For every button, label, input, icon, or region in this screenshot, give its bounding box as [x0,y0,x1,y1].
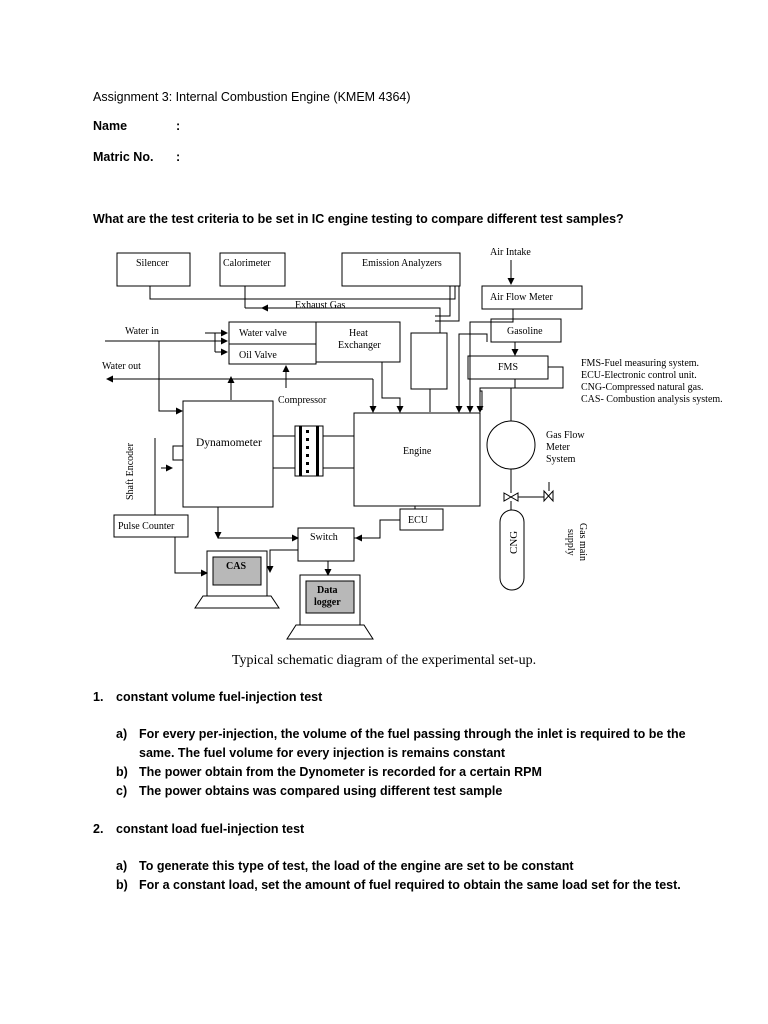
section-1-number: 1. [93,690,104,704]
data-logger-base [286,624,374,640]
matric-label: Matric No. [93,150,154,164]
name-colon: : [176,119,181,133]
pulse-counter-box [113,514,189,538]
label-exchanger: Exchanger [338,340,381,351]
label-ecu: ECU [408,515,429,526]
emission-analyzers-box [341,252,461,287]
cas-laptop-base [194,595,280,609]
item-1a-line-1: For every per-injection, the volume of t… [139,727,686,741]
label-compressor: Compressor [278,395,327,406]
legend-cng: CNG-Compressed natural gas. [581,382,703,393]
assignment-title: Assignment 3: Internal Combustion Engine… [93,90,411,104]
label-air-flow-meter: Air Flow Meter [490,292,553,303]
label-water-in: Water in [125,326,159,337]
label-gasoline: Gasoline [507,326,543,337]
item-2a-letter: a) [116,859,128,873]
label-air-intake: Air Intake [490,247,531,258]
silencer-box [116,252,191,287]
label-emission-analyzers: Emission Analyzers [362,258,442,269]
legend-fms: FMS-Fuel measuring system. [581,358,699,369]
label-fms: FMS [498,362,518,373]
section-2-heading: constant load fuel-injection test [116,822,305,836]
label-calorimeter: Calorimeter [223,258,271,269]
label-silencer: Silencer [136,258,169,269]
label-cas: CAS [226,561,246,572]
engine-box [353,412,481,507]
item-1c-line: The power obtains was compared using dif… [139,784,503,798]
item-2b-letter: b) [116,878,128,892]
gasoline-box [490,318,562,343]
calorimeter-box [219,252,286,287]
switch-box [297,527,355,562]
item-1b-letter: b) [116,765,128,779]
label-oil-valve: Oil Valve [239,350,277,361]
item-1b-line: The power obtain from the Dynometer is r… [139,765,542,779]
label-cng: CNG [508,531,520,554]
name-label: Name [93,119,128,133]
label-switch: Switch [310,532,338,543]
label-water-valve: Water valve [239,328,287,339]
cng-tank [499,509,525,591]
heat-exchanger-box [315,321,401,363]
schematic-diagram: Silencer Calorimeter Emission Analyzers … [102,247,723,640]
item-1a-line-2: same. The fuel volume for every injectio… [139,746,506,760]
exhaust-manifold-box [410,332,448,390]
item-2a-line: To generate this type of test, the load … [139,859,574,873]
gas-flow-meter [486,420,536,470]
label-gas-flow-system: System [546,454,576,465]
legend-cas: CAS- Combustion analysis system. [581,394,723,405]
label-shaft-encoder: Shaft Encoder [125,442,136,500]
label-dynamometer: Dynamometer [196,437,262,449]
diagram-caption: Typical schematic diagram of the experim… [231,653,537,668]
item-1c-letter: c) [116,784,128,798]
label-logger: logger [314,597,341,608]
section-1-heading: constant volume fuel-injection test [116,690,323,704]
label-pulse-counter: Pulse Counter [118,521,175,532]
matric-colon: : [176,150,181,164]
section-2-number: 2. [93,822,104,836]
label-gas-flow: Gas Flow [546,430,585,441]
dynamometer-box [182,400,274,508]
coupling [294,425,324,477]
label-data: Data [317,585,338,596]
label-exhaust-gas: Exhaust Gas [295,300,345,311]
label-water-out: Water out [102,361,141,372]
question: What are the test criteria to be set in … [93,212,624,226]
label-gas-flow-meter: Meter [546,442,571,453]
label-gas-main: Gas main [577,523,588,561]
item-1a-letter: a) [116,727,128,741]
item-2b-line: For a constant load, set the amount of f… [139,878,681,892]
label-engine: Engine [403,446,432,457]
legend-ecu: ECU-Electronic control unit. [581,370,697,381]
air-flow-meter-box [481,285,583,310]
label-heat: Heat [349,328,368,339]
label-supply: supply [565,529,576,556]
